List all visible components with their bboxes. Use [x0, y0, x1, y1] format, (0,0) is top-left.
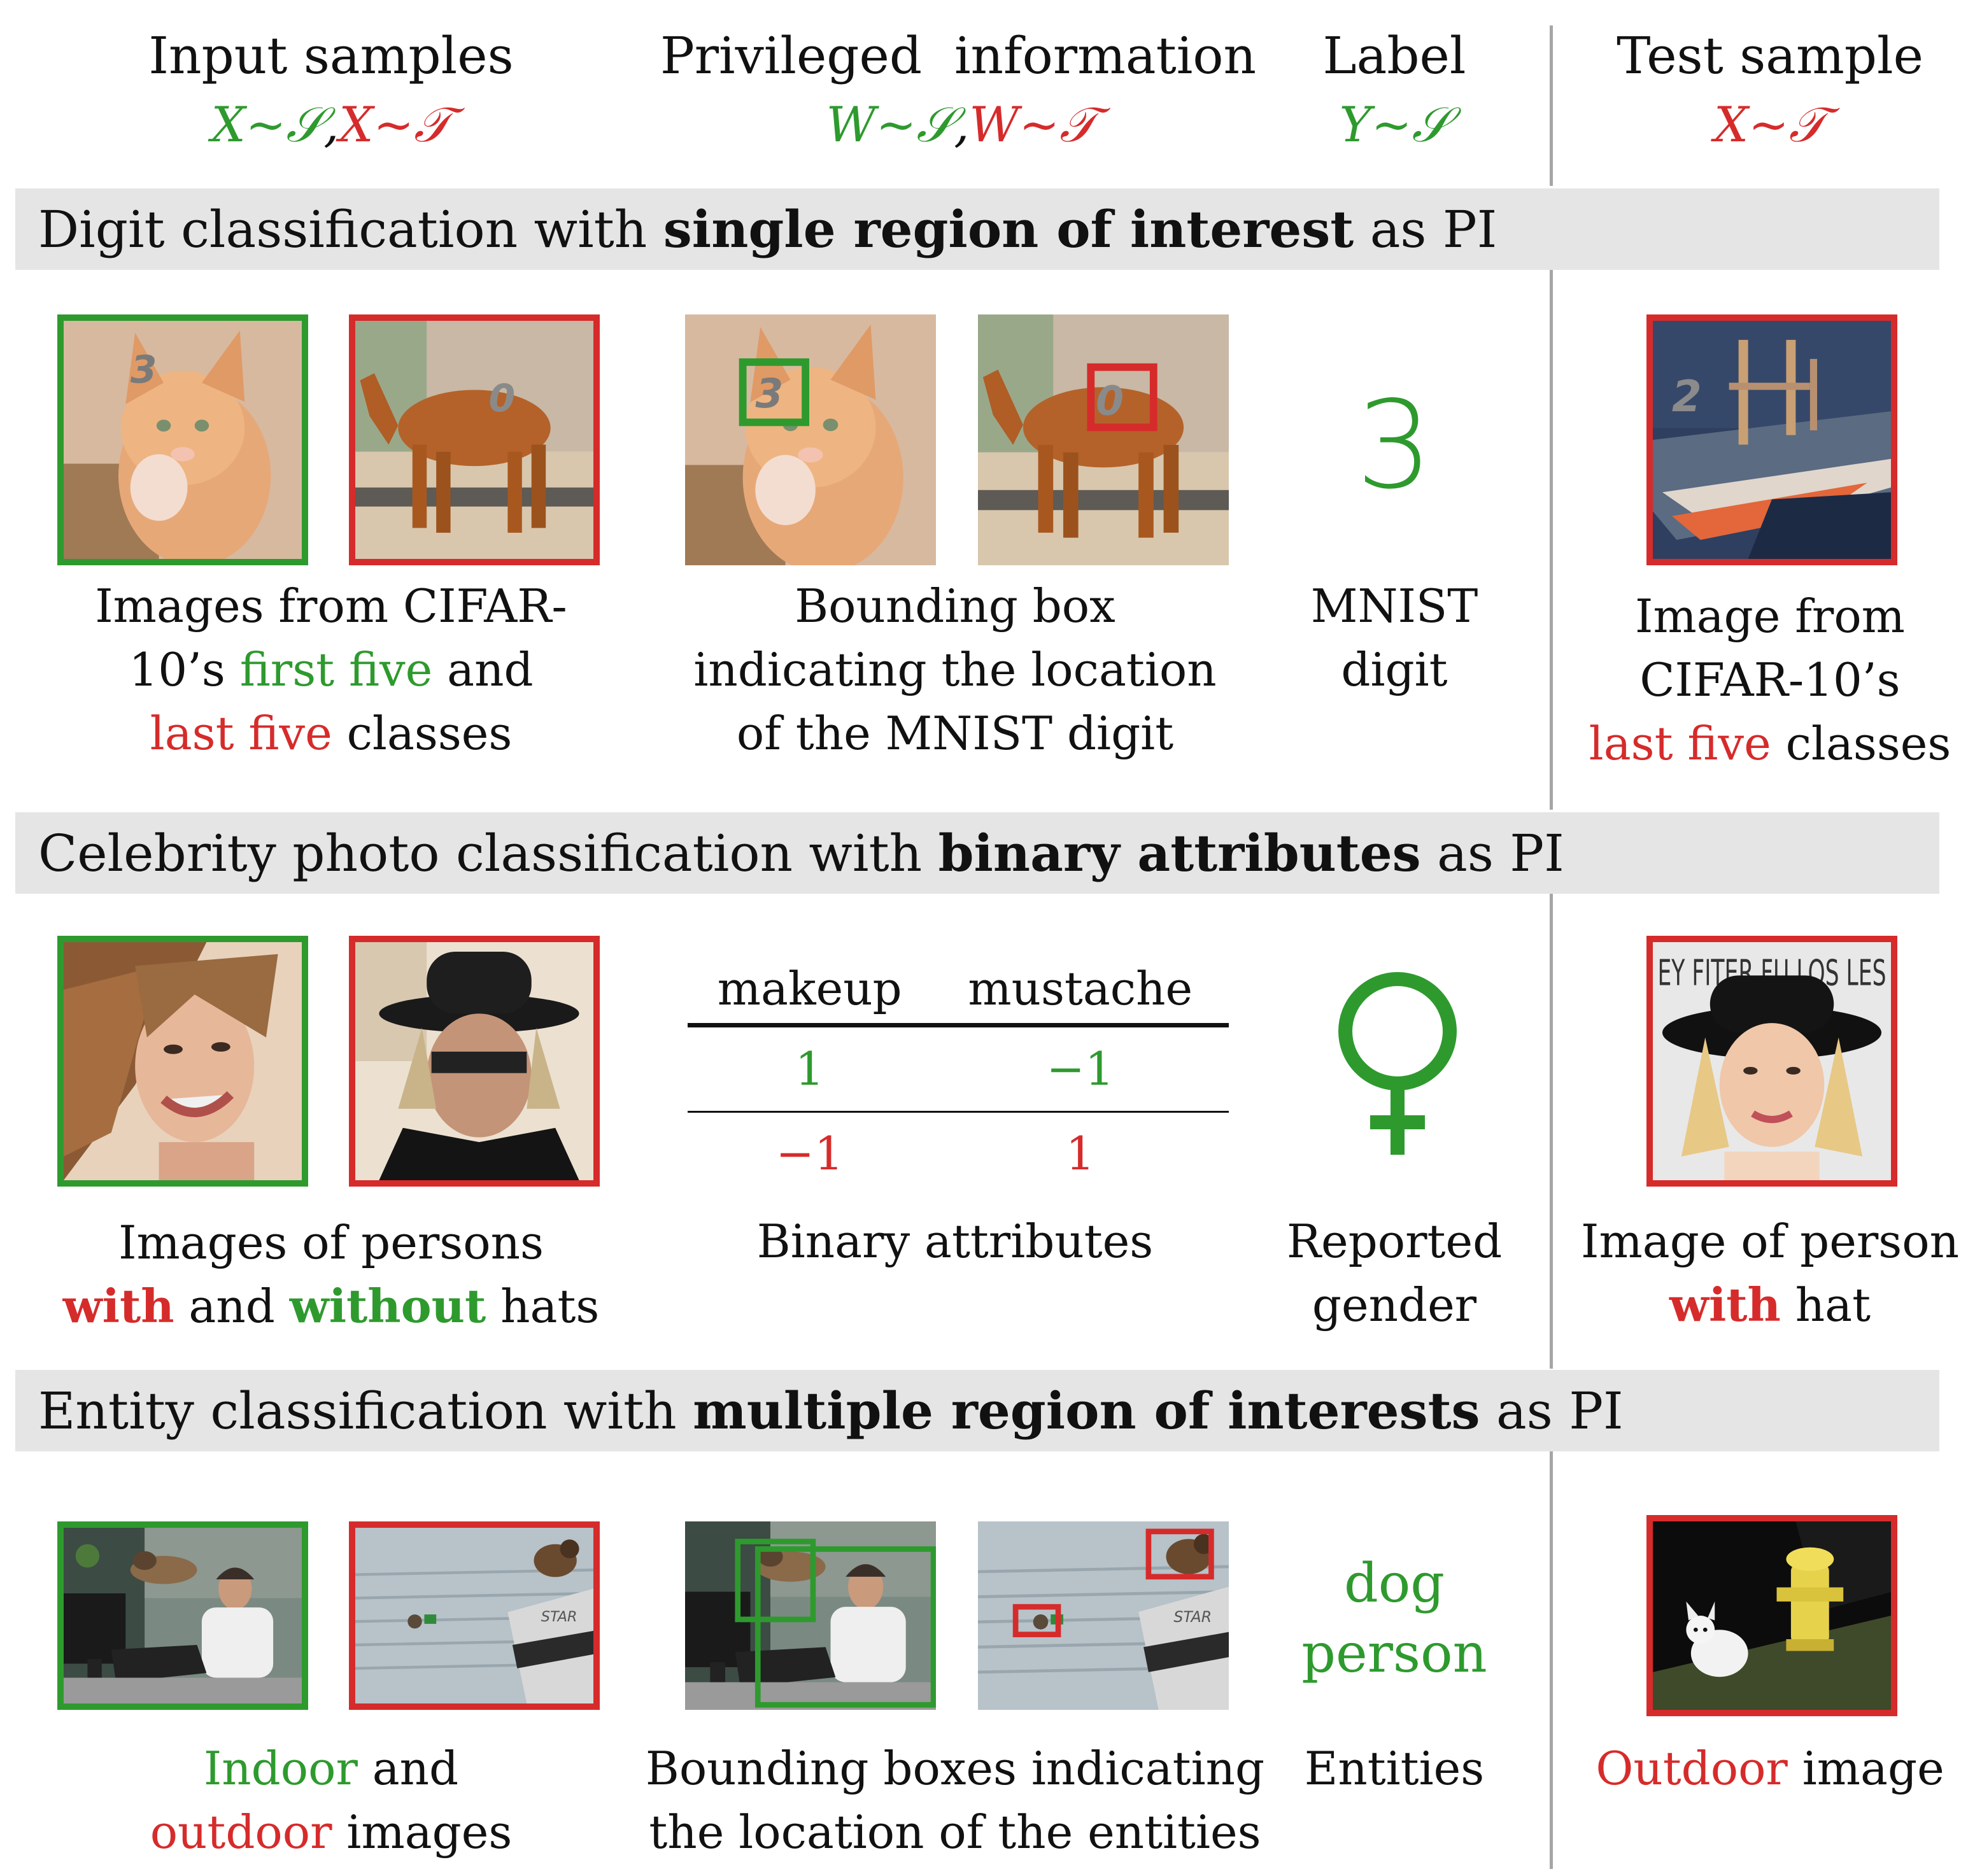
label-math: Y~𝒮	[1339, 96, 1450, 153]
privileged-information-title: Privileged information	[660, 26, 1257, 85]
target-image-man-with-hat	[349, 936, 600, 1187]
source-image-office	[57, 1521, 308, 1710]
test-caption-digit: Image from CIFAR-10’s last five classes	[1589, 589, 1951, 770]
bounding-box-person	[1012, 1604, 1061, 1637]
attributes-table: makeup mustache 1 −1 −1 1	[688, 955, 1229, 1194]
cat-image: 3	[64, 321, 302, 559]
water-image: STAR	[978, 1521, 1229, 1710]
column-divider	[1550, 1451, 1553, 1869]
hydrant-image	[1653, 1521, 1891, 1710]
attr-cell: −1	[1046, 1042, 1114, 1096]
input-samples-math: X~𝒮,X~𝒯	[211, 96, 451, 153]
boat-text: STAR	[1173, 1608, 1212, 1626]
cat-image: 3	[685, 314, 936, 565]
mnist-digit-overlay: 2	[1672, 372, 1702, 421]
bounding-box-person	[754, 1546, 936, 1708]
attr-header-mustache: mustache	[968, 962, 1193, 1016]
bounding-box-red	[1087, 363, 1157, 432]
pi-caption-celebrity: Binary attributes	[756, 1215, 1154, 1268]
label-digit: 3	[1356, 375, 1433, 516]
test-caption-celebrity: Image of person with hat	[1581, 1215, 1959, 1332]
test-sample-math: X~𝒯	[1713, 96, 1826, 153]
office-image	[685, 1521, 936, 1710]
test-image-hydrant	[1646, 1515, 1897, 1716]
section-band-digit: Digit classification with single region …	[15, 188, 1939, 270]
test-sample-title: Test sample	[1617, 26, 1923, 85]
attr-cell: 1	[1065, 1126, 1095, 1180]
bounding-box-dog	[735, 1539, 816, 1623]
label-entity-person: person	[1301, 1622, 1487, 1684]
female-symbol-icon	[1324, 968, 1471, 1159]
horse-image: 0	[978, 314, 1229, 565]
input-caption-celebrity: Images of persons with and without hats	[62, 1216, 600, 1333]
binary-attributes-table: makeup mustache 1 −1 −1 1	[688, 955, 1229, 1194]
pi-image-water-bboxes: STAR	[978, 1521, 1229, 1710]
bounding-box-green	[739, 358, 810, 427]
privileged-information-math: W~𝒮,W~𝒯	[826, 96, 1097, 153]
attr-cell: −1	[775, 1126, 844, 1180]
pi-image-horse-bbox: 0	[978, 314, 1229, 565]
bounding-box-dog	[1145, 1528, 1214, 1580]
test-image-ship: 2	[1646, 314, 1897, 565]
target-image-horse: 0	[349, 314, 600, 565]
ship-image: 2	[1653, 321, 1891, 559]
input-samples-title: Input samples	[148, 26, 514, 85]
woman-image	[64, 942, 302, 1180]
source-image-woman	[57, 936, 308, 1187]
section-band-entity: Entity classification with multiple regi…	[15, 1370, 1939, 1451]
label-caption-entity: Entities	[1304, 1742, 1485, 1795]
pi-image-cat-bbox: 3	[685, 314, 936, 565]
column-divider	[1550, 270, 1553, 810]
test-caption-entity: Outdoor image	[1596, 1742, 1944, 1795]
source-image-cat: 3	[57, 314, 308, 565]
pi-caption-entity: Bounding boxes indicating the location o…	[645, 1742, 1265, 1859]
pi-caption-digit: Bounding box indicating the location of …	[693, 579, 1217, 760]
test-image-woman-with-hat: EY FITER FU LOS LES	[1646, 936, 1897, 1187]
label-title: Label	[1322, 26, 1466, 85]
man-with-hat-image	[355, 942, 593, 1180]
label-caption-digit: MNIST digit	[1310, 579, 1478, 696]
mnist-digit-overlay: 3	[131, 348, 157, 392]
section-band-celebrity: Celebrity photo classification with bina…	[15, 812, 1939, 894]
mnist-digit-overlay: 3	[755, 370, 783, 417]
woman-with-hat-image: EY FITER FU LOS LES	[1653, 942, 1891, 1180]
mnist-digit-overlay: 0	[488, 376, 515, 421]
column-divider	[1550, 25, 1553, 186]
mnist-digit-overlay: 0	[1096, 377, 1124, 425]
pi-image-office-bboxes	[685, 1521, 936, 1710]
horse-image: 0	[355, 321, 593, 559]
boat-text: STAR	[541, 1609, 577, 1625]
water-image: STAR	[355, 1528, 593, 1703]
column-divider	[1550, 894, 1553, 1369]
target-image-water: STAR	[349, 1521, 600, 1710]
label-entity-dog: dog	[1343, 1552, 1445, 1614]
label-caption-celebrity: Reported gender	[1286, 1215, 1503, 1332]
attr-cell: 1	[795, 1042, 825, 1096]
office-image	[64, 1528, 302, 1703]
input-caption-entity: Indoor and outdoor images	[150, 1742, 513, 1859]
attr-header-makeup: makeup	[717, 962, 902, 1016]
input-caption-digit: Images from CIFAR- 10’s first five and l…	[95, 579, 567, 760]
